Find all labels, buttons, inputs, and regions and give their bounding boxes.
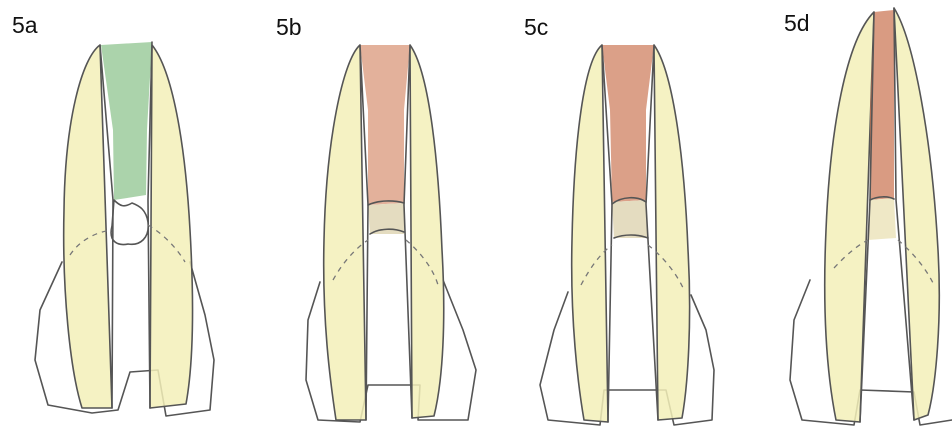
tooth-drawing (714, 0, 952, 446)
panel-5b: 5b (238, 0, 476, 446)
plug-fill (868, 198, 896, 240)
panel-5c: 5c (476, 0, 714, 446)
apical-defect (111, 200, 148, 244)
root-left (825, 12, 874, 422)
root-left (572, 45, 608, 422)
tooth-drawing (238, 0, 476, 446)
plug-fill (612, 200, 648, 238)
panel-5d: 5d (714, 0, 952, 446)
root-right (410, 45, 444, 418)
root-left (324, 45, 366, 420)
canal-fill (101, 42, 152, 200)
panel-5a: 5a (0, 0, 238, 446)
root-right (654, 45, 690, 420)
tooth-drawing (476, 0, 714, 446)
tooth-drawing (0, 0, 238, 446)
root-right (894, 8, 939, 420)
root-right (150, 45, 193, 408)
